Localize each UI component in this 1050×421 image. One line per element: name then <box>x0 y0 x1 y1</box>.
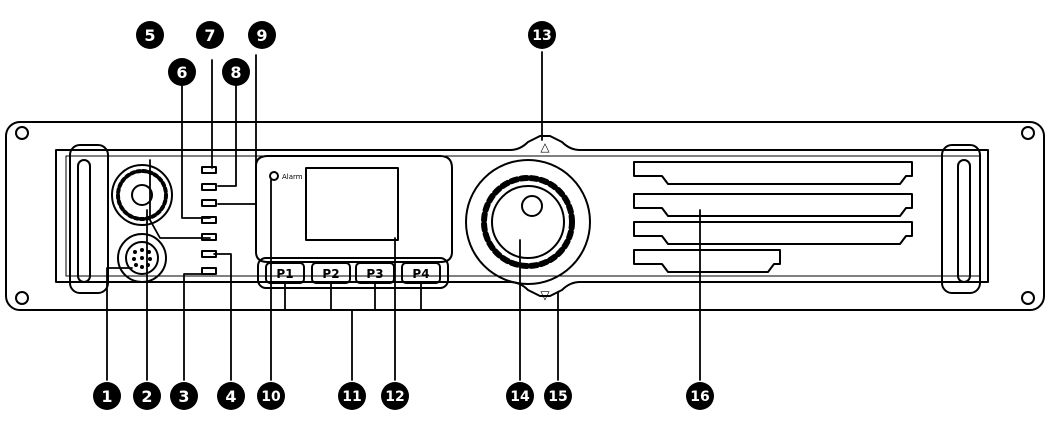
callout-15-label: 15 <box>548 389 567 405</box>
p2-label: P2 <box>322 267 339 281</box>
mount-hole <box>15 291 29 305</box>
callout-6: 6 <box>168 58 196 86</box>
alarm-label: Alarm <box>282 173 303 181</box>
speaker-vents <box>633 161 913 273</box>
p4-button[interactable]: P4 <box>401 262 441 284</box>
callout-15: 15 <box>544 382 572 410</box>
callout-8-label: 8 <box>230 63 241 82</box>
callout-12-label: 12 <box>385 389 404 405</box>
indicator-leds <box>201 166 217 275</box>
callout-5: 5 <box>136 21 164 49</box>
callout-9-label: 9 <box>256 26 267 45</box>
mount-hole <box>15 126 29 140</box>
callout-16: 16 <box>686 382 714 410</box>
p1-label: P1 <box>276 267 293 281</box>
callout-13-label: 13 <box>532 28 551 44</box>
p1-button[interactable]: P1 <box>265 262 305 284</box>
callout-13: 13 <box>528 21 556 49</box>
up-arrow-icon[interactable]: △ <box>540 140 550 154</box>
callout-11-label: 11 <box>342 389 361 405</box>
microphone-connector[interactable] <box>117 233 167 283</box>
display-housing: Alarm <box>255 155 453 263</box>
leader-lines <box>106 51 701 381</box>
led-indicator <box>201 199 217 207</box>
callout-16-label: 16 <box>690 389 709 405</box>
rack-panel <box>5 121 1045 311</box>
p2-button[interactable]: P2 <box>311 262 351 284</box>
volume-knob[interactable] <box>111 164 173 226</box>
mount-hole <box>1021 291 1035 305</box>
callout-12: 12 <box>381 382 409 410</box>
programmable-buttons: P1 P2 P3 P4 <box>257 257 449 289</box>
callout-10-label: 10 <box>261 389 281 405</box>
alarm-led <box>269 171 279 181</box>
led-indicator <box>201 183 217 191</box>
p3-label: P3 <box>366 267 383 281</box>
callout-1-label: 1 <box>101 387 112 406</box>
p4-label: P4 <box>412 267 429 281</box>
led-indicator <box>201 233 217 241</box>
callout-11: 11 <box>338 382 366 410</box>
callout-4: 4 <box>217 382 245 410</box>
right-handle <box>941 144 981 294</box>
callout-2-label: 2 <box>141 387 152 406</box>
p3-button[interactable]: P3 <box>355 262 395 284</box>
callout-14-label: 14 <box>510 389 530 405</box>
callout-3: 3 <box>170 382 198 410</box>
led-indicator <box>201 216 217 224</box>
callouts: 1 2 3 4 5 6 7 8 9 10 11 12 13 14 15 16 <box>93 21 714 410</box>
callout-7-label: 7 <box>204 26 215 45</box>
lcd-screen <box>305 167 399 241</box>
callout-9: 9 <box>248 21 276 49</box>
callout-7: 7 <box>196 21 224 49</box>
callout-4-label: 4 <box>225 387 236 406</box>
callout-1: 1 <box>93 382 121 410</box>
callout-6-label: 6 <box>176 63 187 82</box>
callout-5-label: 5 <box>144 26 155 45</box>
led-indicator <box>201 166 217 174</box>
callout-3-label: 3 <box>178 387 189 406</box>
callout-10: 10 <box>257 382 285 410</box>
callout-2: 2 <box>133 382 161 410</box>
callout-14: 14 <box>506 382 534 410</box>
channel-selector-knob[interactable] <box>465 159 591 285</box>
down-arrow-icon[interactable]: ▽ <box>540 288 550 302</box>
mount-hole <box>1021 126 1035 140</box>
callout-8: 8 <box>222 58 250 86</box>
left-handle <box>69 144 109 294</box>
